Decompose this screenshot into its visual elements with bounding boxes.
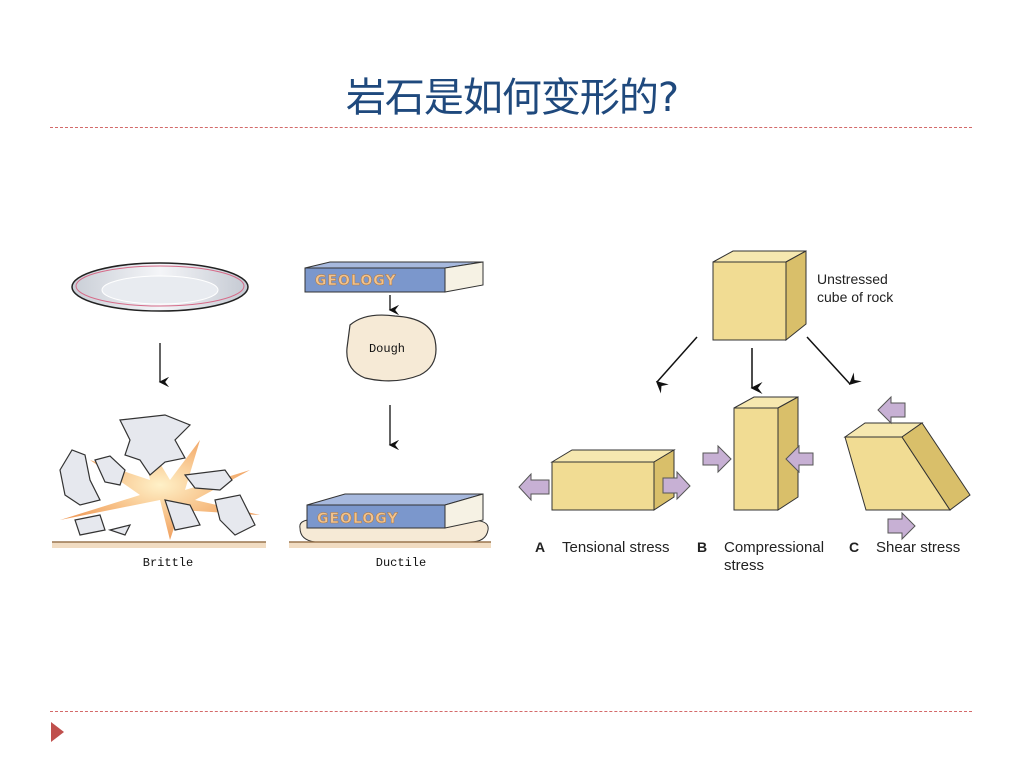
book-icon: GEOLOGY: [304, 261, 484, 293]
unstressed-label-line2: cube of rock: [817, 289, 894, 305]
unstressed-label-line1: Unstressed: [817, 271, 888, 287]
stress-a-letter: A: [535, 539, 545, 555]
flattened-dough-book-icon: GEOLOGY: [299, 493, 489, 543]
stress-panel: Unstressed cube of rock A Tensional stre…: [518, 250, 971, 574]
title-divider: [50, 127, 972, 128]
stress-b-label-line1: Compressional: [724, 539, 824, 556]
stress-b-label-line2: stress: [724, 557, 764, 574]
pull-left-arrow-icon: [518, 472, 550, 502]
tension-block-icon: [518, 449, 691, 511]
compression-block-icon: [702, 396, 814, 511]
stress-a-label: Tensional stress: [562, 539, 670, 556]
book-spine-text: GEOLOGY: [317, 511, 399, 527]
ductile-panel: GEOLOGY Dough GEOLOGY Ductile: [289, 261, 491, 570]
ground: [289, 542, 491, 548]
dough-icon: Dough: [346, 314, 437, 382]
brittle-panel: Brittle: [52, 262, 266, 570]
dough-label: Dough: [369, 342, 405, 356]
plate-icon: [71, 262, 249, 312]
stress-c-letter: C: [849, 539, 859, 555]
arrow-to-shear-icon: [806, 336, 862, 386]
pull-right-arrow-icon: [662, 470, 691, 501]
stress-b-letter: B: [697, 539, 707, 555]
book-spine-text: GEOLOGY: [315, 273, 397, 289]
stress-c-label: Shear stress: [876, 539, 960, 556]
brittle-label: Brittle: [143, 556, 193, 570]
shattered-plate-icon: [59, 414, 260, 540]
unstressed-cube-icon: [712, 250, 807, 342]
footer-divider: [50, 711, 972, 712]
push-right-arrow-icon: [702, 444, 732, 474]
ductile-label: Ductile: [376, 556, 426, 570]
bullet-triangle-icon: [51, 722, 64, 742]
ground: [52, 542, 266, 548]
shear-top-arrow-icon: [877, 395, 906, 425]
shear-block-icon: [843, 395, 971, 541]
slide-title: 岩石是如何变形的?: [345, 75, 679, 121]
arrow-to-tension-icon: [655, 336, 698, 394]
shear-bottom-arrow-icon: [887, 511, 916, 541]
push-left-arrow-icon: [785, 444, 814, 474]
